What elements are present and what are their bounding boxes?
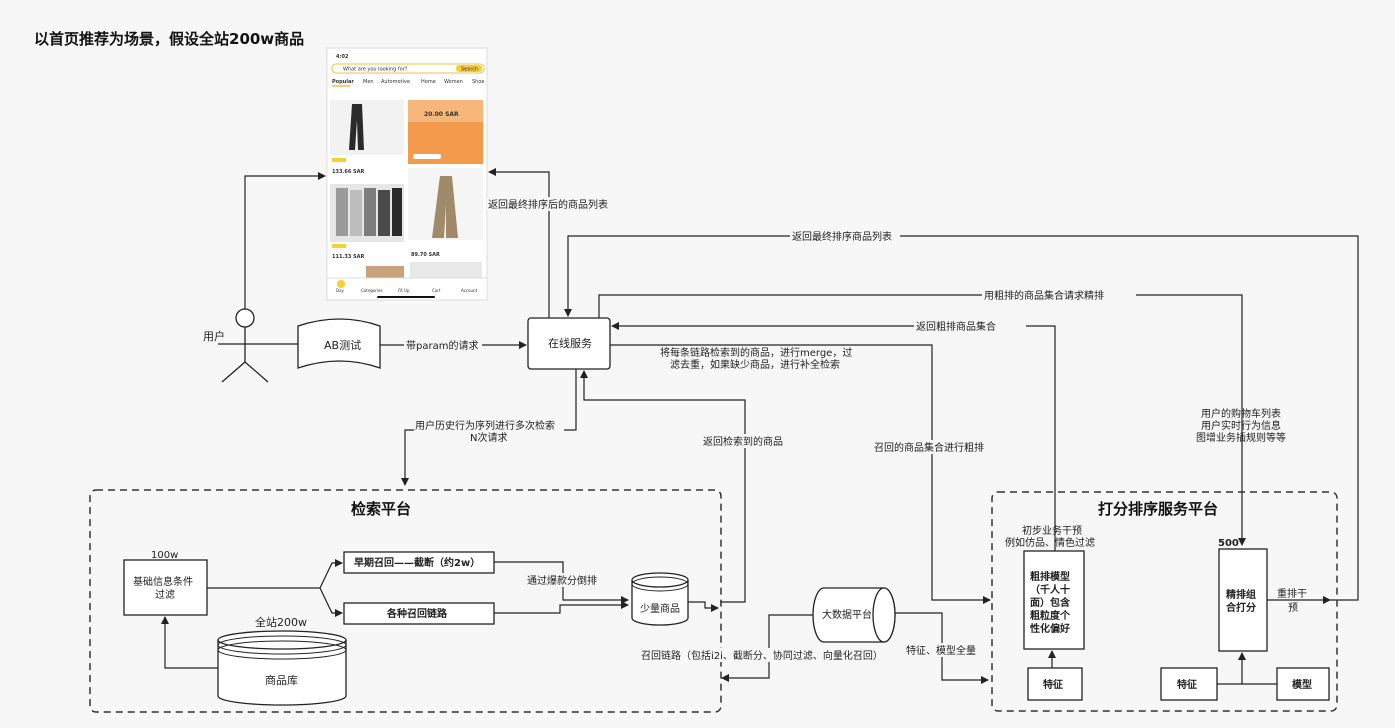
- search-platform-title: 检索平台: [351, 500, 411, 518]
- page-title: 以首页推荐为场景，假设全站200w商品: [34, 30, 304, 48]
- online-service-node: [527, 317, 611, 370]
- edge-label-return-final: 返回最终排序商品列表: [792, 230, 892, 243]
- basic-filter-node: [123, 559, 208, 616]
- phone-price-2: 111.33 SAR: [332, 254, 365, 260]
- basic-filter-label-1: 基础信息条件: [133, 575, 193, 588]
- phone-promo-text: 20.00 SAR: [424, 111, 459, 118]
- phone-tab-4: Women: [444, 79, 463, 85]
- edge-label-features-models: 特征、模型全量: [906, 644, 976, 657]
- note-user-info-3: 图增业务插规则等等: [1196, 431, 1286, 444]
- edge-final-return: [564, 235, 1359, 601]
- phone-nav-0: Day: [336, 288, 345, 293]
- phone-search-button: [456, 65, 482, 72]
- edge-label-merge-1: 将每条链路检索到的商品，进行merge，过: [660, 346, 852, 359]
- model-label: 模型: [1292, 678, 1312, 691]
- edge-label-rerank-1: 重排干: [1277, 587, 1307, 600]
- edge-label-history-1: 用户历史行为序列进行多次检索: [415, 419, 555, 432]
- edge-label-request-fine: 用粗排的商品集合请求精排: [984, 289, 1104, 302]
- ab-test-node: [297, 318, 381, 369]
- phone-screenshot: 4:02 What are you looking for? Search Po…: [326, 47, 488, 301]
- edge-db-filter: [161, 616, 218, 669]
- phone-tab-5: Shoe: [472, 79, 484, 85]
- user-actor: [218, 308, 272, 383]
- phone-tab-0: Popular: [332, 79, 354, 85]
- edge-label-hot-rank: 通过爆款分倒排: [527, 574, 597, 587]
- phone-search-input: What are you looking for?: [343, 67, 408, 73]
- edge-label-recalled-coarse: 召回的商品集合进行粗排: [874, 441, 984, 454]
- product-db-label: 商品库: [265, 673, 298, 687]
- fine-rank-l1: 精排组: [1226, 588, 1256, 601]
- edge-label-merge-2: 滤去重，如果缺少商品，进行补全检索: [670, 358, 840, 371]
- few-items-label: 少量商品: [640, 602, 680, 615]
- phone-price-1: 133.66 SAR: [332, 169, 365, 175]
- edge-recall-coarse: [610, 344, 991, 604]
- product-db-node: [217, 630, 347, 706]
- count-500: 500: [1218, 538, 1239, 549]
- coarse-rank-node: [1023, 550, 1085, 650]
- note-pre-intervene-2: 例如仿品、情色过滤: [1005, 536, 1095, 549]
- coarse-rank-l4: 粗粒度个: [1030, 609, 1071, 622]
- scoring-platform-container: [991, 491, 1338, 712]
- edge-bigdata-search: [721, 614, 813, 682]
- phone-price-3: 89.70 SAR: [411, 252, 440, 258]
- fine-rank-l2: 合打分: [1225, 601, 1256, 614]
- edge-online-phone: [488, 168, 550, 318]
- edge-label-recall-chain-list: 召回链路（包括i2i、截断分、协同过滤、向量化召回）: [641, 649, 883, 662]
- early-recall-label: 早期召回——截断（约2w）: [354, 556, 480, 569]
- note-pre-intervene-1: 初步业务干预: [1022, 524, 1082, 537]
- ab-test-label: AB测试: [324, 339, 361, 352]
- edge-label-return-retrieved: 返回检索到的商品: [703, 435, 783, 448]
- note-user-info-2: 用户实时行为信息: [1201, 419, 1281, 432]
- phone-time: 4:02: [336, 54, 349, 60]
- recall-chains-label: 各种召回链路: [386, 607, 448, 620]
- user-label: 用户: [203, 329, 225, 343]
- feature-label-2: 特征: [1177, 678, 1197, 691]
- big-data-node: [812, 587, 896, 643]
- edge-return-retrieved: [580, 370, 746, 603]
- search-platform-container: [89, 489, 722, 713]
- edge-label-return-coarse: 返回粗排商品集合: [916, 320, 996, 333]
- edge-label-rerank-2: 预: [1288, 602, 1298, 614]
- edge-return-coarse: [611, 322, 1056, 562]
- phone-tab-1: Men: [363, 79, 374, 85]
- scoring-platform-title: 打分排序服务平台: [1098, 500, 1218, 518]
- phone-nav-2: Fit Up: [398, 288, 410, 293]
- phone-nav-1: Categories: [361, 288, 383, 293]
- online-service-label: 在线服务: [548, 336, 592, 350]
- edge-user-phone: [244, 172, 326, 309]
- coarse-rank-l5: 性化偏好: [1029, 622, 1070, 635]
- basic-filter-label-2: 过滤: [155, 588, 175, 601]
- edge-label-with-param: 带param的请求: [406, 339, 478, 352]
- edge-request-fine-rank: [598, 294, 1246, 546]
- model-node: [1276, 667, 1330, 701]
- phone-search-label: Search: [461, 67, 478, 73]
- phone-nav-4: Account: [461, 288, 478, 293]
- edge-label-history-2: N次请求: [470, 431, 507, 444]
- phone-nav-3: Cart: [432, 288, 441, 293]
- phone-product-image-1: [330, 100, 404, 155]
- coarse-rank-l2: （千人十: [1030, 583, 1070, 596]
- phone-tab-2: Automotive: [381, 79, 410, 85]
- all-site-label: 全站200w: [255, 615, 307, 629]
- feature-node-2: [1160, 667, 1218, 701]
- edge-label-return-final-phone: 返回最终排序后的商品列表: [488, 198, 608, 211]
- count-100w: 100w: [151, 550, 178, 561]
- feature-node-1: [1027, 667, 1083, 701]
- feature-label-1: 特征: [1043, 678, 1063, 691]
- few-items-node: [631, 572, 689, 626]
- phone-tabs: Popular Men Automotive Home Women Shoe: [332, 79, 484, 85]
- note-user-info-1: 用户的购物车列表: [1201, 407, 1281, 420]
- coarse-rank-l1: 粗排模型: [1030, 570, 1070, 583]
- big-data-label: 大数据平台: [822, 608, 872, 621]
- phone-tab-3: Home: [421, 79, 436, 85]
- coarse-rank-l3: 面）包含: [1030, 596, 1071, 609]
